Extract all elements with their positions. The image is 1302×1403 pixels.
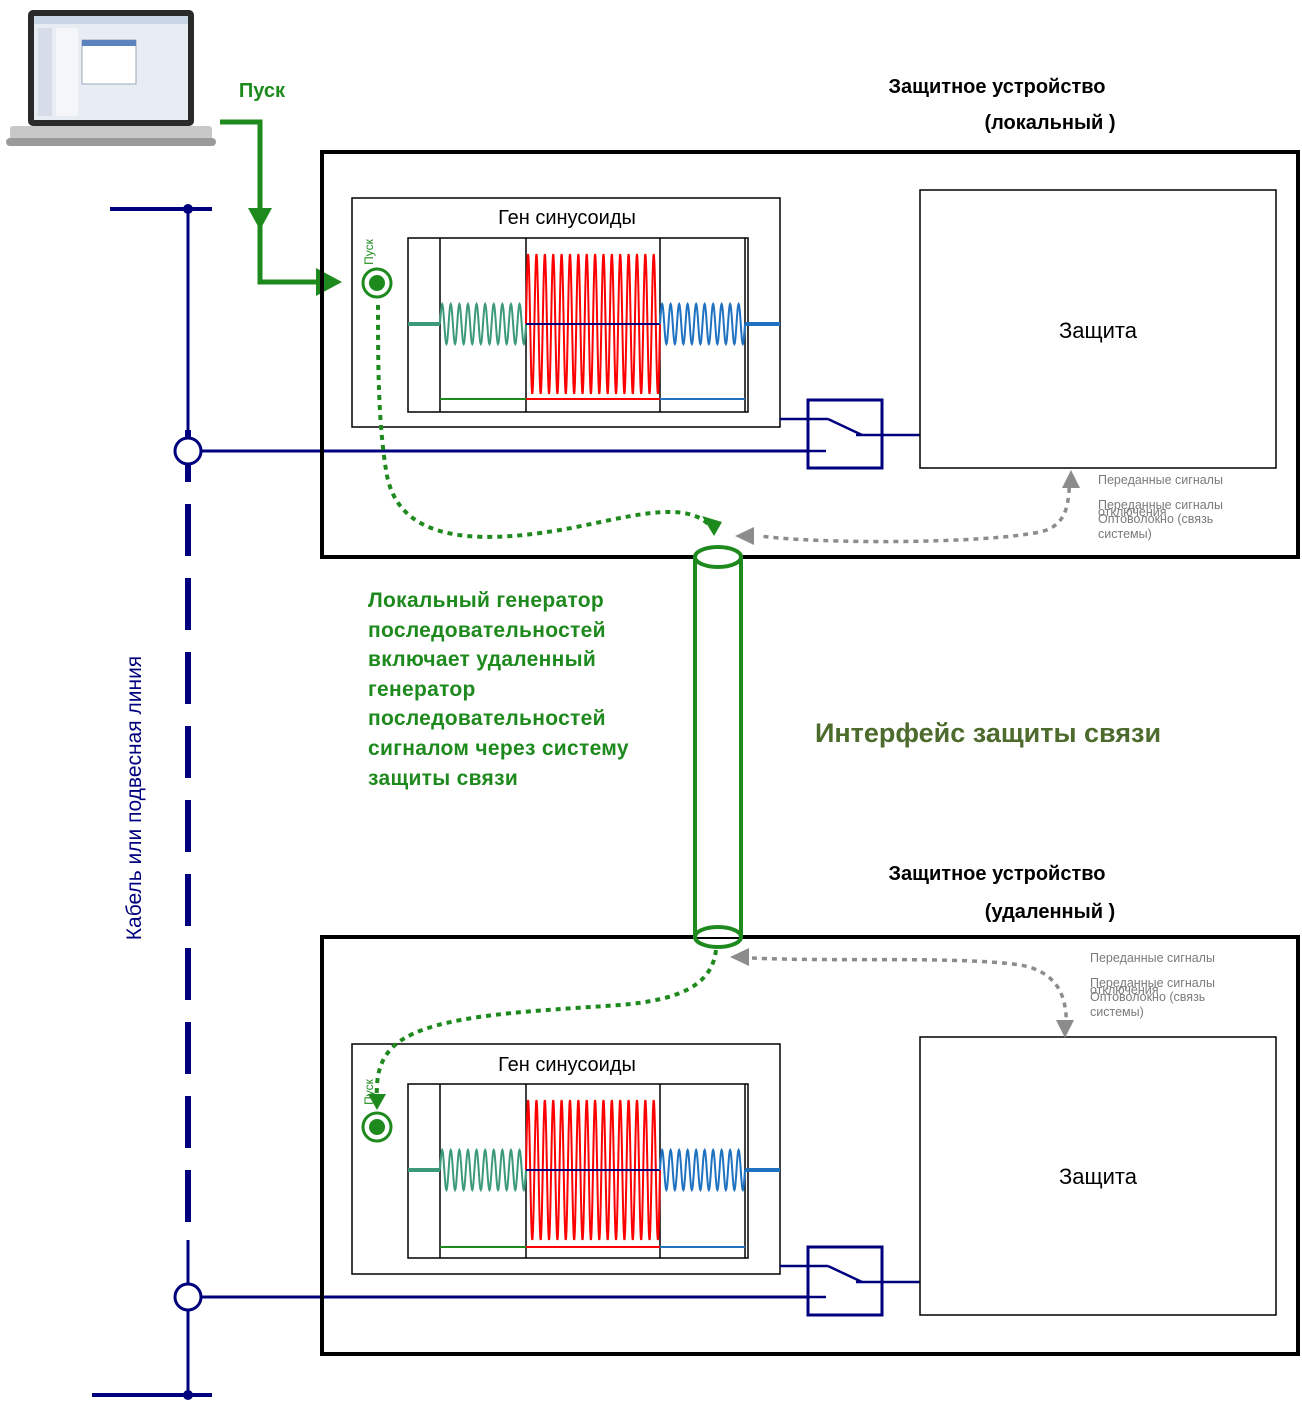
top-switch-icon — [780, 398, 922, 470]
top-gray-arrow-left — [735, 527, 754, 545]
bottom-gray-arrow-left — [730, 948, 749, 966]
start-arrow-head-down — [248, 208, 272, 230]
bottom-note-4: Оптоволокно (связь — [1090, 990, 1206, 1004]
start-arrow — [220, 119, 322, 285]
top-waveforms — [408, 253, 780, 395]
blue-sine-wave — [659, 301, 746, 347]
top-sine-generator: Ген синусоиды — [351, 197, 781, 428]
start-button-icon[interactable] — [361, 267, 393, 299]
top-device-subtitle: (локальный ) — [984, 112, 1115, 134]
top-device-frame — [320, 150, 1300, 559]
bottom-start-button-icon[interactable] — [361, 1111, 393, 1143]
top-protection-box — [919, 189, 1277, 469]
teal-sine-wave — [439, 301, 527, 347]
laptop-icon — [6, 10, 216, 146]
bottom-waveforms — [408, 1099, 780, 1241]
bottom-notes: Переданные сигналы Переданные сигналы от… — [1090, 948, 1260, 1023]
bottom-generator-title: Ген синусоиды — [498, 1054, 636, 1076]
bottom-note-5: системы) — [1090, 1005, 1144, 1019]
bottom-switch-icon — [780, 1245, 922, 1317]
bottom-device-subtitle: (удаленный ) — [985, 901, 1115, 923]
top-device-title: Защитное устройство — [888, 76, 1105, 98]
top-gray-signal-path — [759, 477, 1072, 544]
top-start-button-label: Пуск — [362, 238, 376, 264]
bottom-gray-signal-path — [751, 956, 1069, 1031]
teal-sine-wave — [439, 1147, 527, 1193]
bottom-note-2: Переданные сигналы — [1090, 976, 1215, 990]
power-line — [92, 204, 826, 1400]
top-protection-label: Защита — [1059, 318, 1138, 343]
caption-text: Локальный генератор последовательностей … — [368, 589, 629, 790]
top-green-signal-path — [376, 304, 715, 539]
line-label: Кабель или подвесная линия — [123, 656, 146, 940]
bottom-note-1: Переданные сигналы — [1090, 951, 1215, 965]
bottom-protection-box — [919, 1036, 1277, 1316]
top-note-4: Оптоволокно (связь — [1098, 512, 1214, 526]
bottom-device-title: Защитное устройство — [888, 863, 1105, 885]
bottom-green-arrow-head — [368, 1094, 386, 1110]
top-gray-arrow-up — [1062, 470, 1080, 488]
bottom-device-frame — [320, 935, 1300, 1356]
top-note-2: Переданные сигналы — [1098, 498, 1223, 512]
bottom-gray-arrow-down — [1056, 1020, 1074, 1038]
bottom-sine-generator: Ген синусоиды — [351, 1043, 781, 1275]
top-generator-title: Ген синусоиды — [498, 207, 636, 229]
bottom-protection-label: Защита — [1059, 1164, 1138, 1189]
top-notes: Переданные сигналы Переданные сигналы от… — [1098, 470, 1268, 545]
top-note-5: системы) — [1098, 527, 1152, 541]
top-note-3: отключения — [1098, 505, 1167, 519]
bottom-green-signal-path — [374, 949, 718, 1103]
fiber-cable-icon — [693, 545, 743, 949]
top-note-1: Переданные сигналы — [1098, 473, 1223, 487]
top-green-arrow-head — [702, 516, 722, 536]
interface-label: Интерфейс защиты связи — [815, 718, 1161, 748]
start-label: Пуск — [239, 80, 286, 102]
blue-sine-wave — [659, 1147, 746, 1193]
start-arrow-head-right — [316, 268, 342, 296]
bottom-note-3: отключения — [1090, 983, 1159, 997]
